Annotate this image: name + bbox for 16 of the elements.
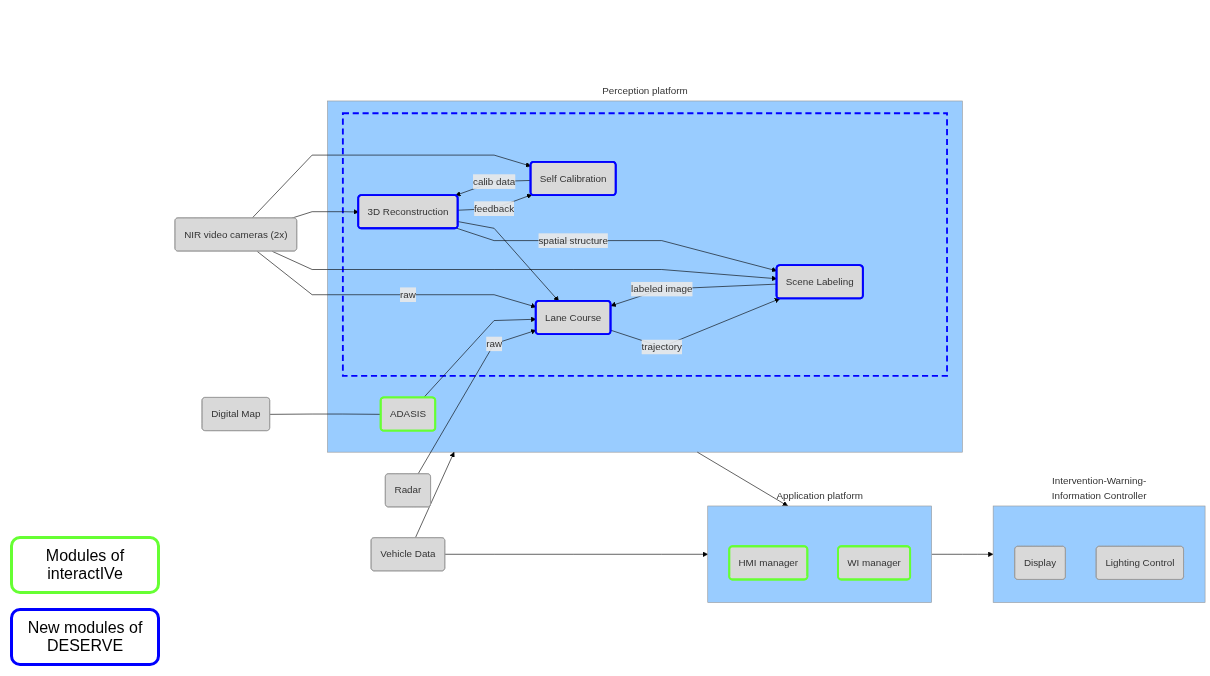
edge-label: spatial structure: [538, 234, 608, 246]
cluster: [341, 112, 948, 377]
node-label: Perception platform: [602, 85, 688, 96]
edge-label: trajectory: [641, 341, 682, 352]
edge-label: raw: [486, 338, 503, 349]
edge-label: feedback: [474, 202, 515, 214]
legend-item: Modules of interactIVe: [10, 536, 160, 594]
cluster: [992, 505, 1206, 603]
cluster: [327, 100, 963, 453]
edge-label: raw: [400, 288, 416, 300]
edge-label: calib data: [473, 175, 516, 187]
cluster: [707, 505, 932, 603]
node-label: Application platform: [776, 490, 863, 501]
edge-label: labeled image: [631, 283, 693, 294]
node-label: Intervention-Warning-Information Controller: [1051, 475, 1147, 501]
legend-item: New modules of DESERVE: [10, 608, 160, 666]
